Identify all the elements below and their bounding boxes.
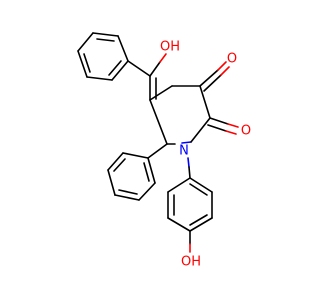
hydroxyphenyl-ring	[167, 157, 213, 253]
c5-phenyl-ring	[107, 143, 168, 201]
ketone-group	[199, 61, 230, 92]
lactam-o-label: O	[241, 124, 251, 139]
phenol-oh-label: OH	[181, 255, 201, 270]
enol-oh-label: OH	[160, 40, 180, 55]
pyrrolidine-ring	[149, 85, 211, 145]
structure-diagram: OH O O N OH	[77, 32, 251, 270]
nitrogen-label: N	[179, 144, 189, 159]
benzoyl-phenyl-ring	[77, 32, 129, 81]
enol-group	[127, 53, 167, 101]
lactam-carbonyl	[207, 117, 239, 135]
ketone-o-label: O	[227, 52, 237, 67]
